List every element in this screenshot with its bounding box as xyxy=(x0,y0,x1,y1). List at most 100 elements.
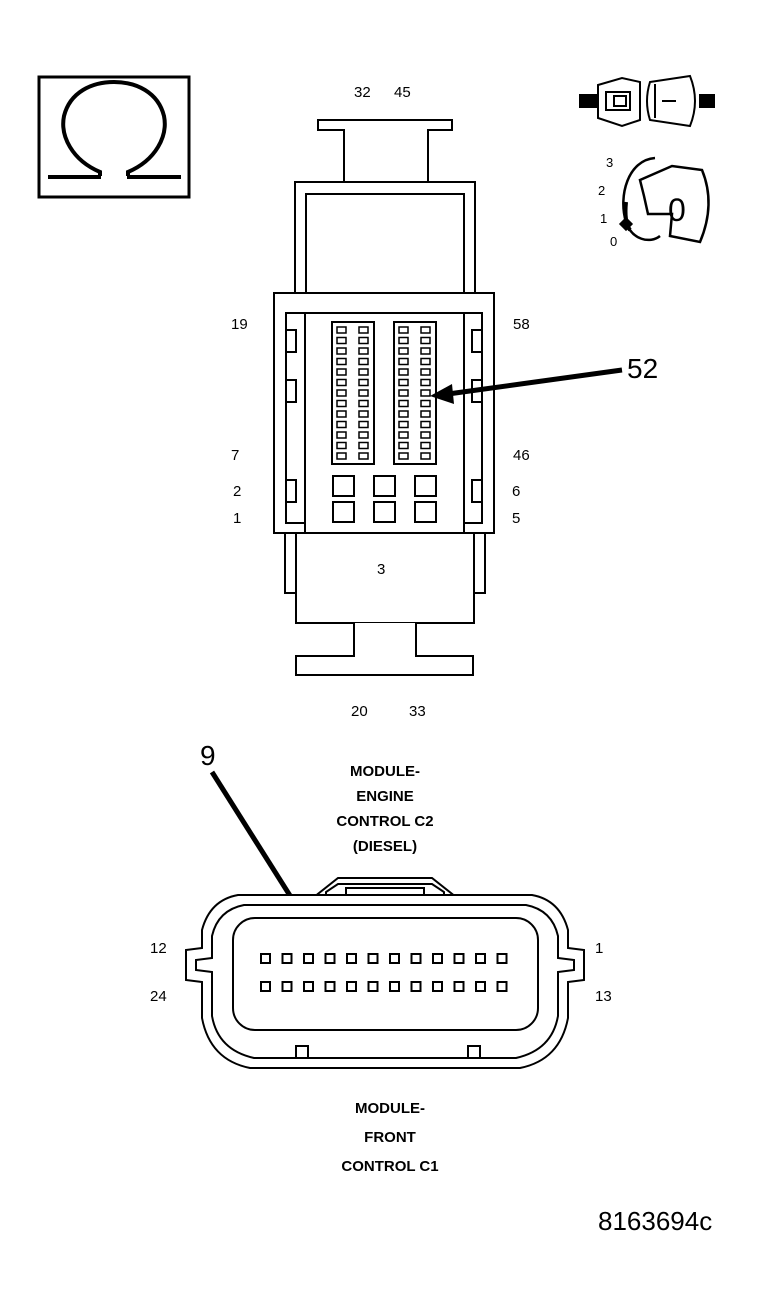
c2-power-cavity xyxy=(332,501,355,523)
c2-signal-pin xyxy=(358,410,369,418)
c2-signal-pin xyxy=(358,441,369,450)
c2-signal-pin xyxy=(420,347,431,355)
c1-pin xyxy=(324,953,336,964)
c2-connector xyxy=(273,119,495,676)
c2-power-cavity xyxy=(414,475,437,497)
c2-signal-pin xyxy=(336,431,347,439)
c2-signal-pin xyxy=(358,326,369,334)
c1-pin xyxy=(496,953,508,964)
c2-right-label-46: 46 xyxy=(513,447,530,464)
c2-signal-pin xyxy=(420,410,431,418)
c1-connector xyxy=(185,877,585,1069)
c2-signal-pin xyxy=(398,410,409,418)
c1-pin xyxy=(260,953,271,964)
c2-signal-pin xyxy=(420,357,431,366)
c2-signal-pin xyxy=(398,368,409,376)
c2-signal-pin xyxy=(358,336,369,345)
key-current-position: 0 xyxy=(668,192,686,228)
c1-pin xyxy=(260,981,271,992)
c2-power-cavity xyxy=(373,475,396,497)
c2-signal-pin xyxy=(336,326,347,334)
c1-title-line-1: MODULE- xyxy=(355,1100,425,1117)
c2-top-label-left: 32 xyxy=(354,84,371,101)
c2-signal-pin xyxy=(398,441,409,450)
c2-signal-pin xyxy=(336,347,347,355)
c1-pin xyxy=(410,981,422,992)
key-position-3: 3 xyxy=(606,155,613,170)
figure-id: 8163694c xyxy=(598,1206,712,1236)
c1-pin xyxy=(367,953,379,964)
callout-52-arrow xyxy=(430,367,623,404)
c2-left-label-7: 7 xyxy=(231,447,239,464)
c1-pin xyxy=(475,953,486,964)
c2-title-line-2: ENGINE xyxy=(356,788,414,805)
c2-title-line-1: MODULE- xyxy=(350,763,420,780)
c1-title-line-3: CONTROL C1 xyxy=(341,1158,438,1175)
c2-signal-pin xyxy=(420,452,431,460)
c1-pin xyxy=(367,981,379,992)
c2-signal-pin xyxy=(398,389,409,397)
c2-signal-pin xyxy=(358,368,369,376)
c2-signal-pin xyxy=(358,347,369,355)
c2-title-line-3: CONTROL C2 xyxy=(336,813,433,830)
c2-signal-pin xyxy=(398,357,409,366)
c2-bottom-label-left: 20 xyxy=(351,703,368,720)
c2-signal-pin xyxy=(336,368,347,376)
c1-pin xyxy=(453,981,465,992)
c1-pin xyxy=(281,981,293,992)
c1-pin xyxy=(432,953,443,964)
c1-pin xyxy=(432,981,443,992)
c1-pin xyxy=(303,981,314,992)
c1-pin xyxy=(281,953,293,964)
c2-signal-pin xyxy=(336,357,347,366)
c2-signal-pin xyxy=(358,399,369,408)
c2-signal-pin xyxy=(420,441,431,450)
c1-pin xyxy=(475,981,486,992)
c1-pin xyxy=(496,981,508,992)
c2-signal-pin xyxy=(420,336,431,345)
c1-pin xyxy=(303,953,314,964)
c2-signal-pin xyxy=(358,452,369,460)
callout-9: 9 xyxy=(200,740,216,771)
c2-signal-pin xyxy=(398,336,409,345)
c2-signal-pin xyxy=(398,399,409,408)
c2-signal-pin xyxy=(358,389,369,397)
callout-52: 52 xyxy=(627,353,658,384)
c2-pin-array xyxy=(332,326,437,523)
c1-pin xyxy=(453,953,465,964)
c2-signal-pin xyxy=(336,452,347,460)
c1-pin xyxy=(324,981,336,992)
c1-pin xyxy=(410,953,422,964)
c1-pin xyxy=(346,953,357,964)
c1-pin xyxy=(389,981,400,992)
c1-label-13: 13 xyxy=(595,988,612,1005)
c2-top-label-right: 45 xyxy=(394,84,411,101)
c2-right-label-58: 58 xyxy=(513,316,530,333)
c2-signal-pin xyxy=(336,336,347,345)
c2-center-label-3: 3 xyxy=(377,561,385,578)
c1-label-12: 12 xyxy=(150,940,167,957)
connector-unplugged-icon xyxy=(579,74,715,128)
c1-pin xyxy=(389,953,400,964)
c2-signal-pin xyxy=(420,389,431,397)
c2-signal-pin xyxy=(336,420,347,429)
c2-power-cavity xyxy=(332,475,355,497)
c2-signal-pin xyxy=(398,326,409,334)
c2-signal-pin xyxy=(398,431,409,439)
c2-signal-pin xyxy=(358,420,369,429)
c2-signal-pin xyxy=(420,399,431,408)
c2-signal-pin xyxy=(358,357,369,366)
c2-signal-pin xyxy=(358,431,369,439)
c1-title-line-2: FRONT xyxy=(364,1129,416,1146)
c2-signal-pin xyxy=(420,326,431,334)
c2-signal-pin xyxy=(398,420,409,429)
c1-pin-array xyxy=(260,953,508,992)
c2-signal-pin xyxy=(358,378,369,387)
omega-ohm-icon xyxy=(37,75,191,199)
c2-signal-pin xyxy=(420,431,431,439)
c2-signal-pin xyxy=(420,368,431,376)
c1-label-1: 1 xyxy=(595,940,603,957)
c2-signal-pin xyxy=(336,378,347,387)
c1-pin xyxy=(346,981,357,992)
